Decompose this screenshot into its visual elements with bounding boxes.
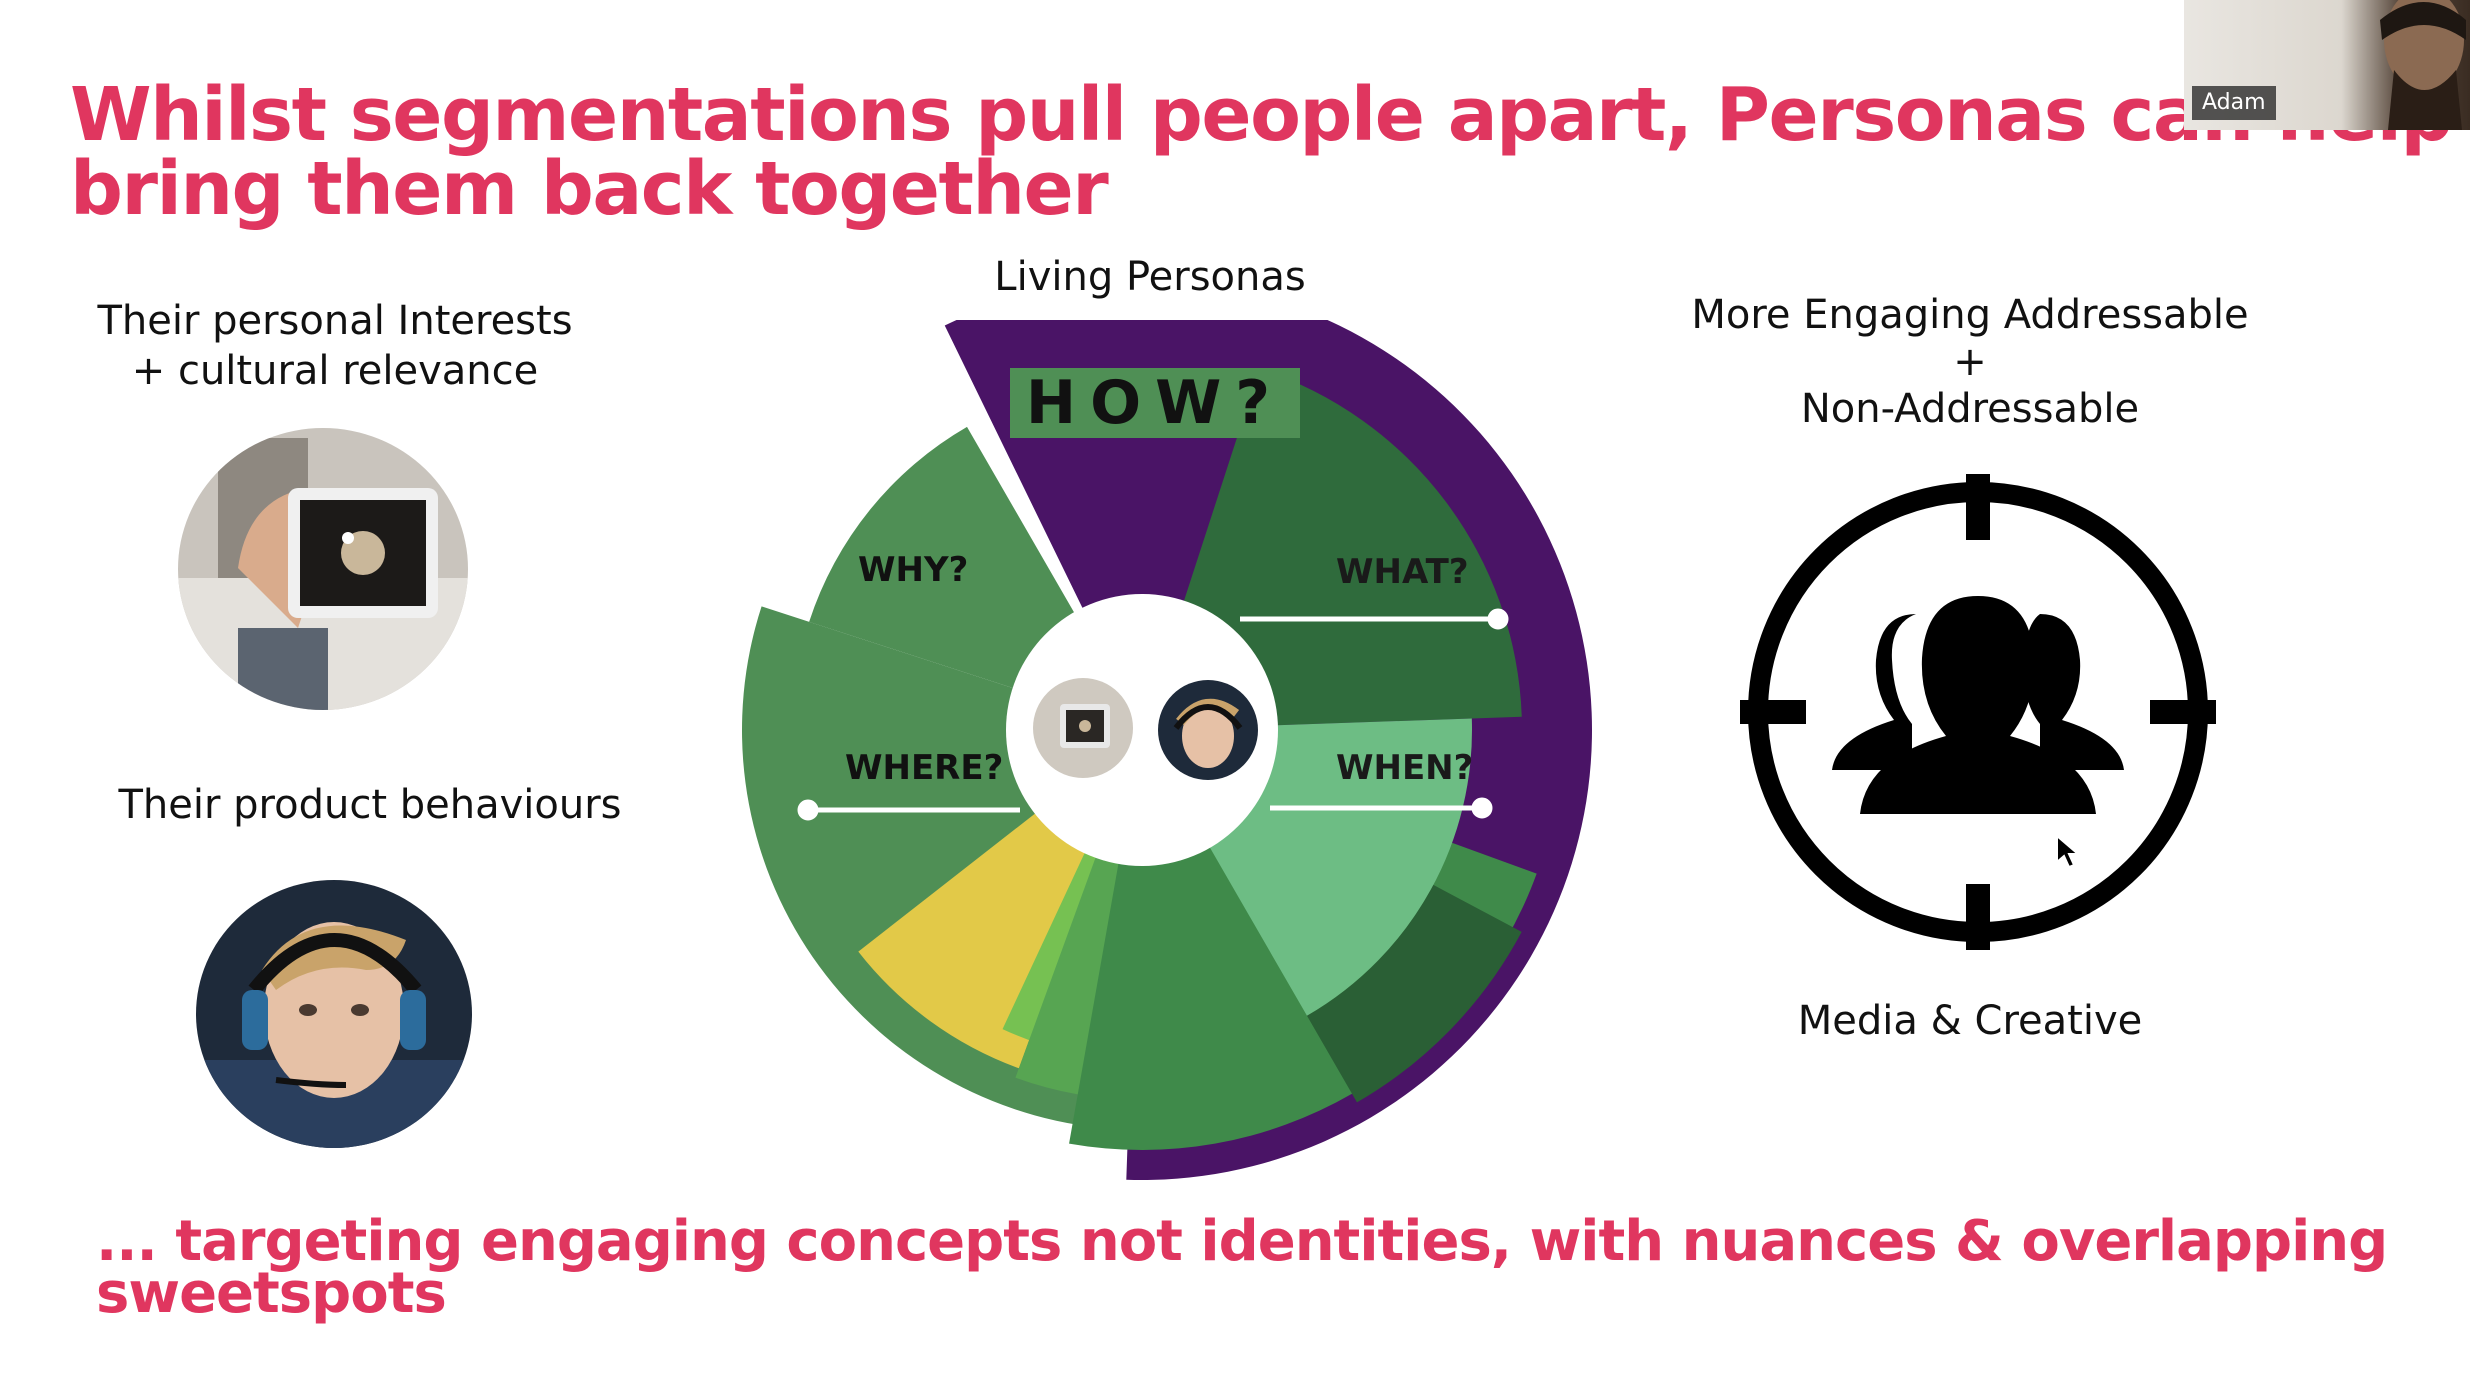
gamer-photo: [196, 880, 472, 1148]
why-label: WHY?: [858, 550, 969, 590]
tablet-photo-image: [178, 428, 468, 710]
how-label-box: HOW?: [1010, 368, 1300, 438]
tablet-user-photo: [178, 428, 468, 710]
when-label: WHEN?: [1336, 748, 1474, 788]
mouse-cursor-icon: [2056, 834, 2081, 869]
slide-footer-line-1: ... targeting engaging concepts not iden…: [96, 1209, 2388, 1274]
slide-title-line-2: bring them back together: [70, 146, 1109, 232]
webcam-participant-name: Adam: [2192, 86, 2276, 120]
persona-wheel-diagram: [742, 320, 1592, 1180]
slide-footer: ... targeting engaging concepts not iden…: [96, 1209, 2388, 1326]
media-creative-label: Media & Creative: [1797, 998, 2143, 1044]
product-behaviours-label: Their product behaviours: [118, 782, 622, 828]
slide-title-line-1: Whilst segmentations pull people apart, …: [70, 72, 2453, 158]
where-label: WHERE?: [845, 748, 1004, 788]
when-mint-sector: [1202, 718, 1472, 1016]
hub-tablet-photo: [1033, 678, 1133, 778]
what-label: WHAT?: [1336, 552, 1469, 592]
user-group-icon: [1832, 596, 2124, 814]
addressable-label: More Engaging Addressable + Non-Addressa…: [1691, 292, 2249, 432]
wheel-hub: [1006, 594, 1278, 866]
gamer-photo-image: [196, 880, 472, 1148]
slide-title: Whilst segmentations pull people apart, …: [70, 72, 2453, 232]
wheel-connector-lines: [797, 608, 1509, 821]
webcam-person-silhouette: [2380, 0, 2466, 130]
webcam-thumbnail[interactable]: Adam: [2184, 0, 2470, 130]
outer-dark-green-band: [1307, 884, 1522, 1103]
hub-gamer-photo: [1158, 680, 1258, 780]
why-green-gap: [809, 426, 1082, 693]
crosshair-target-icon: [1740, 474, 2216, 950]
what-dark-green-sector: [1179, 368, 1522, 726]
slide-footer-line-2: sweetspots: [96, 1261, 447, 1326]
living-personas-title: Living Personas: [994, 254, 1306, 300]
personal-interests-label: Their personal Interests + cultural rele…: [97, 298, 573, 394]
